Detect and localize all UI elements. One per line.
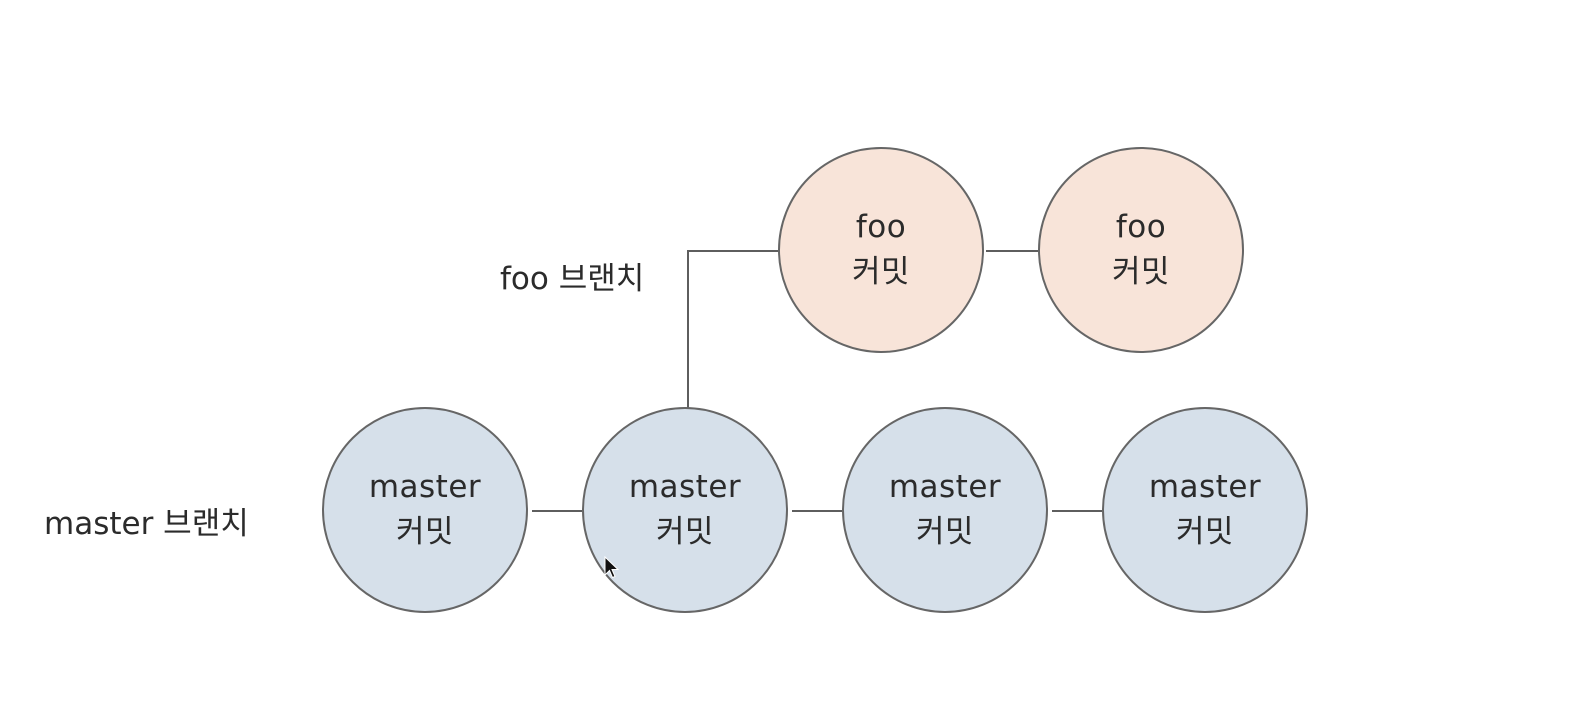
foo-commit-node[interactable]: foo 커밋 — [778, 147, 984, 353]
commit-label: 커밋 — [1111, 254, 1171, 290]
commit-label: 커밋 — [915, 514, 975, 550]
foo-branch-label: foo 브랜치 — [500, 261, 645, 297]
commit-label: 커밋 — [395, 514, 455, 550]
master-commit-node[interactable]: master 커밋 — [842, 407, 1048, 613]
commit-branch-name: master — [888, 469, 1002, 506]
commit-label: 커밋 — [1175, 514, 1235, 550]
connector-master-1-2 — [532, 510, 582, 512]
master-branch-label: master 브랜치 — [44, 506, 249, 542]
connector-branch-horizontal — [687, 250, 779, 252]
master-commit-node[interactable]: master 커밋 — [322, 407, 528, 613]
mouse-pointer-icon — [604, 556, 620, 579]
commit-branch-name: foo — [855, 209, 907, 246]
commit-label: 커밋 — [655, 514, 715, 550]
connector-branch-vertical — [687, 250, 689, 408]
commit-branch-name: master — [628, 469, 742, 506]
connector-master-3-4 — [1052, 510, 1102, 512]
foo-commit-node[interactable]: foo 커밋 — [1038, 147, 1244, 353]
commit-branch-name: master — [1148, 469, 1262, 506]
commit-label: 커밋 — [851, 254, 911, 290]
connector-master-2-3 — [792, 510, 842, 512]
master-commit-node[interactable]: master 커밋 — [1102, 407, 1308, 613]
commit-branch-name: master — [368, 469, 482, 506]
commit-branch-name: foo — [1115, 209, 1167, 246]
master-commit-node[interactable]: master 커밋 — [582, 407, 788, 613]
connector-foo-1-2 — [986, 250, 1038, 252]
